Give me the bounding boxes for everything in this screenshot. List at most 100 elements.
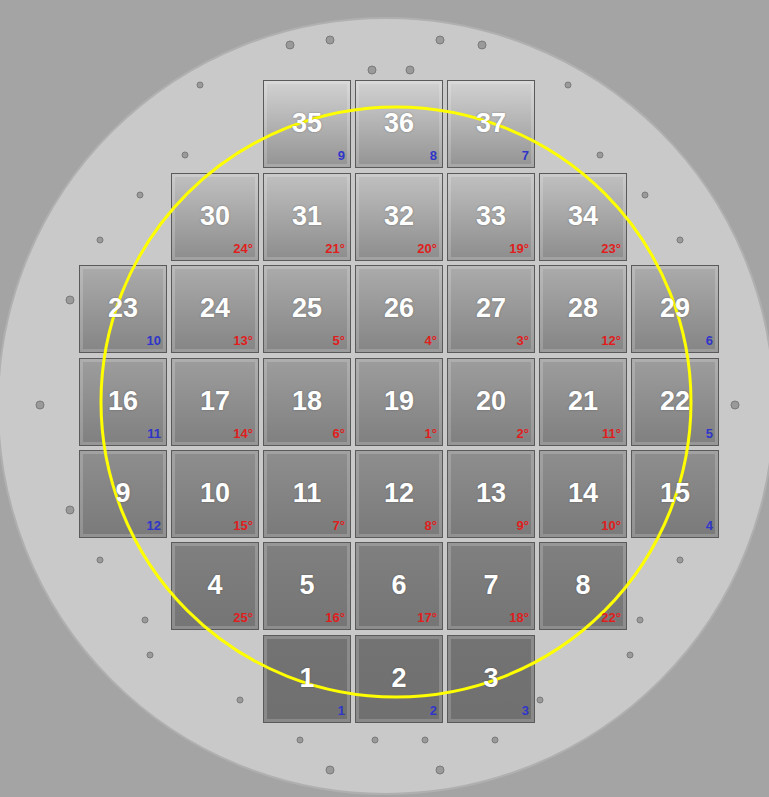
- detector-module: 18 6°: [263, 358, 351, 446]
- module-label: 1°: [425, 427, 437, 441]
- module-label: 21°: [325, 242, 345, 256]
- module-number: 10: [172, 477, 258, 509]
- detector-module: 5 16°: [263, 542, 351, 630]
- module-label: 4: [706, 519, 713, 533]
- detector-module: 8 22°: [539, 542, 627, 630]
- module-number: 11: [264, 477, 350, 509]
- module-number: 19: [356, 385, 442, 417]
- detector-module: 33: [447, 635, 535, 723]
- module-label: 10: [147, 334, 161, 348]
- detector-module: 30 24°: [171, 173, 259, 261]
- module-label: 12°: [601, 334, 621, 348]
- module-number: 28: [540, 292, 626, 324]
- module-label: 3: [522, 704, 529, 718]
- module-label: 6: [706, 334, 713, 348]
- module-label: 8°: [425, 519, 437, 533]
- module-label: 6°: [333, 427, 345, 441]
- detector-module: 1611: [79, 358, 167, 446]
- module-number: 17: [172, 385, 258, 417]
- detector-module: 28 12°: [539, 265, 627, 353]
- module-label: 11: [147, 427, 161, 441]
- module-number: 12: [356, 477, 442, 509]
- module-label: 23°: [601, 242, 621, 256]
- module-number: 5: [264, 569, 350, 601]
- module-number: 3: [448, 662, 534, 694]
- module-number: 13: [448, 477, 534, 509]
- detector-module: 368: [355, 80, 443, 168]
- module-number: 35: [264, 107, 350, 139]
- detector-module: 35 9: [263, 80, 351, 168]
- detector-module: 25 5°: [263, 265, 351, 353]
- module-number: 21: [540, 385, 626, 417]
- module-number: 9: [80, 477, 166, 509]
- module-label: 1: [338, 704, 345, 718]
- detector-module: 3121°: [263, 173, 351, 261]
- module-label: 2: [430, 704, 437, 718]
- module-label: 25°: [233, 611, 253, 625]
- module-number: 18: [264, 385, 350, 417]
- detector-module: 4 25°: [171, 542, 259, 630]
- detector-module: 24 13°: [171, 265, 259, 353]
- module-number: 25: [264, 292, 350, 324]
- detector-module: 22: [355, 635, 443, 723]
- module-number: 33: [448, 200, 534, 232]
- module-number: 32: [356, 200, 442, 232]
- module-number: 1: [264, 662, 350, 694]
- module-number: 29: [632, 292, 718, 324]
- module-number: 20: [448, 385, 534, 417]
- detector-module: 10 15°: [171, 450, 259, 538]
- module-label: 7°: [333, 519, 345, 533]
- detector-module: 12 8°: [355, 450, 443, 538]
- detector-module: 20 2°: [447, 358, 535, 446]
- module-label: 13°: [233, 334, 253, 348]
- module-label: 11°: [602, 427, 621, 441]
- detector-module: 14 10°: [539, 450, 627, 538]
- module-label: 17°: [417, 611, 437, 625]
- module-label: 12: [147, 519, 161, 533]
- module-number: 30: [172, 200, 258, 232]
- module-number: 14: [540, 477, 626, 509]
- module-label: 20°: [417, 242, 437, 256]
- module-number: 7: [448, 569, 534, 601]
- module-label: 22°: [601, 611, 621, 625]
- module-label: 3°: [517, 334, 529, 348]
- module-label: 7: [522, 149, 529, 163]
- detector-module: 11 7°: [263, 450, 351, 538]
- module-number: 37: [448, 107, 534, 139]
- module-label: 16°: [325, 611, 345, 625]
- module-label: 18°: [509, 611, 529, 625]
- module-label: 5°: [333, 334, 345, 348]
- detector-module: 33 19°: [447, 173, 535, 261]
- module-label: 15°: [233, 519, 253, 533]
- detector-module: 37 7: [447, 80, 535, 168]
- module-number: 34: [540, 200, 626, 232]
- module-label: 10°: [601, 519, 621, 533]
- module-number: 4: [172, 569, 258, 601]
- module-number: 24: [172, 292, 258, 324]
- detector-module: 2310: [79, 265, 167, 353]
- module-number: 2: [356, 662, 442, 694]
- module-label: 5: [706, 427, 713, 441]
- module-number: 6: [356, 569, 442, 601]
- module-number: 15: [632, 477, 718, 509]
- detector-module: 32 20°: [355, 173, 443, 261]
- module-number: 8: [540, 569, 626, 601]
- module-number: 16: [80, 385, 166, 417]
- detector-module: 11: [263, 635, 351, 723]
- module-number: 27: [448, 292, 534, 324]
- detector-module: 7 18°: [447, 542, 535, 630]
- detector-module: 29 6: [631, 265, 719, 353]
- module-label: 9: [338, 149, 345, 163]
- module-label: 19°: [509, 242, 529, 256]
- module-label: 24°: [233, 242, 253, 256]
- detector-module: 13 9°: [447, 450, 535, 538]
- detector-module: 6 17°: [355, 542, 443, 630]
- module-label: 14°: [233, 427, 253, 441]
- module-label: 9°: [517, 519, 529, 533]
- detector-module: 15 4: [631, 450, 719, 538]
- detector-module: 17 14°: [171, 358, 259, 446]
- module-label: 4°: [425, 334, 437, 348]
- detector-module: 27 3°: [447, 265, 535, 353]
- detector-module: 19 1°: [355, 358, 443, 446]
- module-label: 2°: [517, 427, 529, 441]
